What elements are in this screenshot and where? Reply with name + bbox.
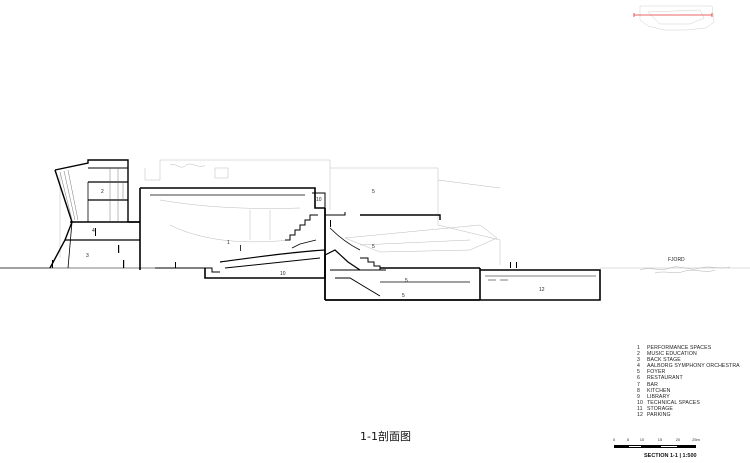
legend-item: 3 BACK STAGE [637, 357, 740, 363]
legend-label: PERFORMANCE SPACES [647, 345, 712, 351]
scale-bar-graphic [614, 445, 714, 448]
legend-label: RESTAURANT [647, 375, 683, 382]
legend-number: 7 [637, 381, 640, 388]
room-number: 1 [227, 240, 230, 246]
room-number: 10 [280, 271, 286, 277]
legend-label: KITCHEN [647, 387, 671, 394]
scale-segment [678, 445, 696, 448]
scale-bar: 0 5 10 15 20 25m SECTION 1-1 | 1:500 [612, 437, 714, 459]
legend-label: STORAGE [647, 405, 673, 412]
legend-label: LIBRARY [647, 393, 670, 400]
legend-label: FOYER [647, 369, 666, 376]
legend: 1 PERFORMANCE SPACES 2 MUSIC EDUCATION 3 BACK… [637, 345, 740, 418]
legend-number: 12 [637, 412, 643, 419]
scale-tick-label: 0 [612, 437, 616, 442]
legend-number: 10 [637, 399, 643, 406]
legend-number: 8 [637, 387, 640, 394]
room-number: 5 [402, 293, 405, 299]
scale-segment [614, 445, 628, 448]
legend-number: 9 [637, 393, 640, 400]
legend-item: 11 STORAGE [637, 406, 740, 412]
legend-label: MUSIC EDUCATION [647, 351, 697, 358]
legend-number: 4 [637, 363, 640, 370]
room-numbers: 2 4 3 1 10 10 5 5 5 5 12 FJORD [86, 189, 685, 299]
legend-item: 5 FOYER [637, 369, 740, 375]
scale-tick-label: 20 [675, 437, 681, 442]
room-number: 12 [539, 287, 545, 293]
room-number: 4 [92, 228, 95, 234]
room-number: 10 [316, 197, 322, 203]
fjord-label: FJORD [668, 257, 685, 263]
room-number: 3 [86, 253, 89, 259]
scale-tick-label: 25m [692, 437, 700, 442]
left-facade [59, 168, 124, 222]
drawing-caption: 1-1剖面图 [360, 430, 411, 443]
background-elevation [59, 159, 501, 265]
legend-item: 10 TECHNICAL SPACES [637, 400, 740, 406]
legend-label: TECHNICAL SPACES [647, 399, 700, 406]
legend-number: 11 [637, 405, 643, 412]
scale-segment [642, 445, 660, 448]
legend-item: 1 PERFORMANCE SPACES [637, 345, 740, 351]
legend-item: 12 PARKING [637, 412, 740, 418]
scale-title: SECTION 1-1 | 1:500 [644, 453, 697, 459]
legend-item: 9 LIBRARY [637, 394, 740, 400]
legend-item: 8 KITCHEN [637, 388, 740, 394]
legend-label: BACK STAGE [647, 357, 681, 364]
legend-item: 7 BAR [637, 382, 740, 388]
room-number: 2 [101, 189, 104, 195]
scale-tick-label: 15 [657, 437, 663, 442]
legend-number: 3 [637, 357, 640, 364]
legend-label: BAR [647, 381, 658, 388]
scale-tick-label: 10 [639, 437, 645, 442]
scale-tick-label: 5 [626, 437, 630, 442]
room-number: 5 [372, 244, 375, 250]
room-number: 5 [372, 189, 375, 195]
legend-number: 5 [637, 369, 640, 376]
key-plan [633, 5, 715, 31]
scale-segment [628, 445, 642, 448]
legend-item: 4 AALBORG SYMPHONY ORCHESTRA [637, 363, 740, 369]
legend-label: PARKING [647, 412, 671, 419]
legend-number: 6 [637, 375, 640, 382]
scale-segment [660, 445, 678, 448]
legend-number: 2 [637, 351, 640, 358]
legend-item: 6 RESTAURANT [637, 375, 740, 381]
section-walls [49, 159, 601, 301]
fjord-water [639, 266, 731, 274]
people [52, 220, 517, 268]
legend-item: 2 MUSIC EDUCATION [637, 351, 740, 357]
room-number: 5 [405, 278, 408, 284]
legend-label: AALBORG SYMPHONY ORCHESTRA [647, 363, 740, 370]
scale-ticks: 0 5 10 15 20 25m [612, 437, 714, 444]
legend-number: 1 [637, 345, 640, 351]
